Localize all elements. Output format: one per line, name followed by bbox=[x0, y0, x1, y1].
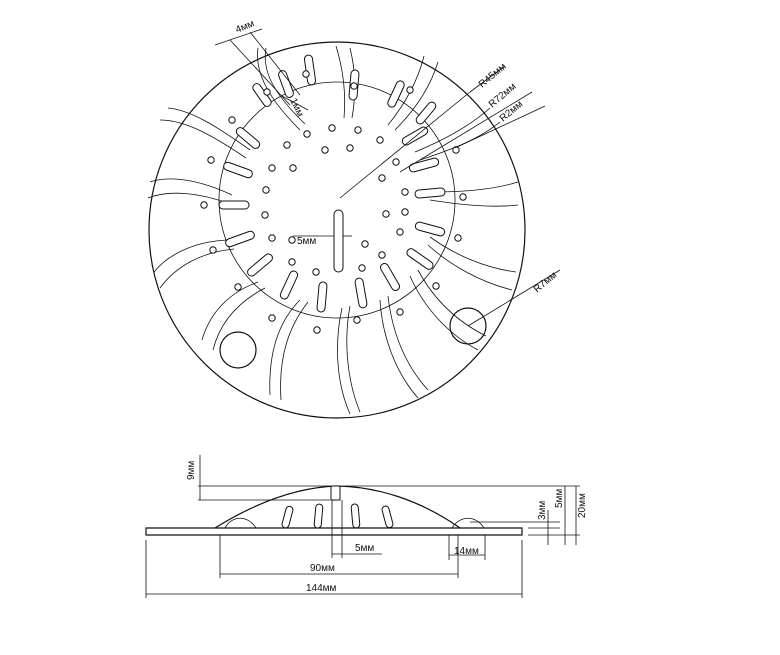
center-slot bbox=[333, 209, 344, 273]
side-view bbox=[145, 455, 580, 598]
label-5mm-bottom: 5мм bbox=[355, 543, 374, 554]
outer-vanes bbox=[147, 45, 519, 415]
foot-hole-right bbox=[449, 307, 487, 345]
label-14mm: 14мм bbox=[454, 546, 479, 557]
label-4mm: 4мм bbox=[234, 18, 256, 35]
foot-hole-left bbox=[219, 331, 257, 369]
label-90mm: 90мм bbox=[310, 563, 335, 574]
radial-slots bbox=[218, 54, 446, 313]
top-view-dimensions bbox=[214, 28, 561, 327]
label-r45: R45мм bbox=[477, 61, 509, 90]
label-r7: R7мм bbox=[532, 270, 559, 296]
small-holes bbox=[200, 70, 467, 334]
side-center-slot bbox=[330, 485, 341, 501]
label-3mm: 3мм bbox=[537, 501, 548, 520]
label-144mm: 144мм bbox=[306, 583, 337, 594]
label-20mm: 20мм bbox=[577, 493, 588, 518]
base-plate bbox=[145, 527, 523, 536]
top-view bbox=[147, 28, 561, 419]
label-5mm-side: 5мм bbox=[554, 489, 565, 508]
label-9mm: 9мм bbox=[186, 461, 197, 480]
label-5mm-top: 5мм bbox=[297, 236, 316, 247]
outer-circle bbox=[148, 41, 526, 419]
